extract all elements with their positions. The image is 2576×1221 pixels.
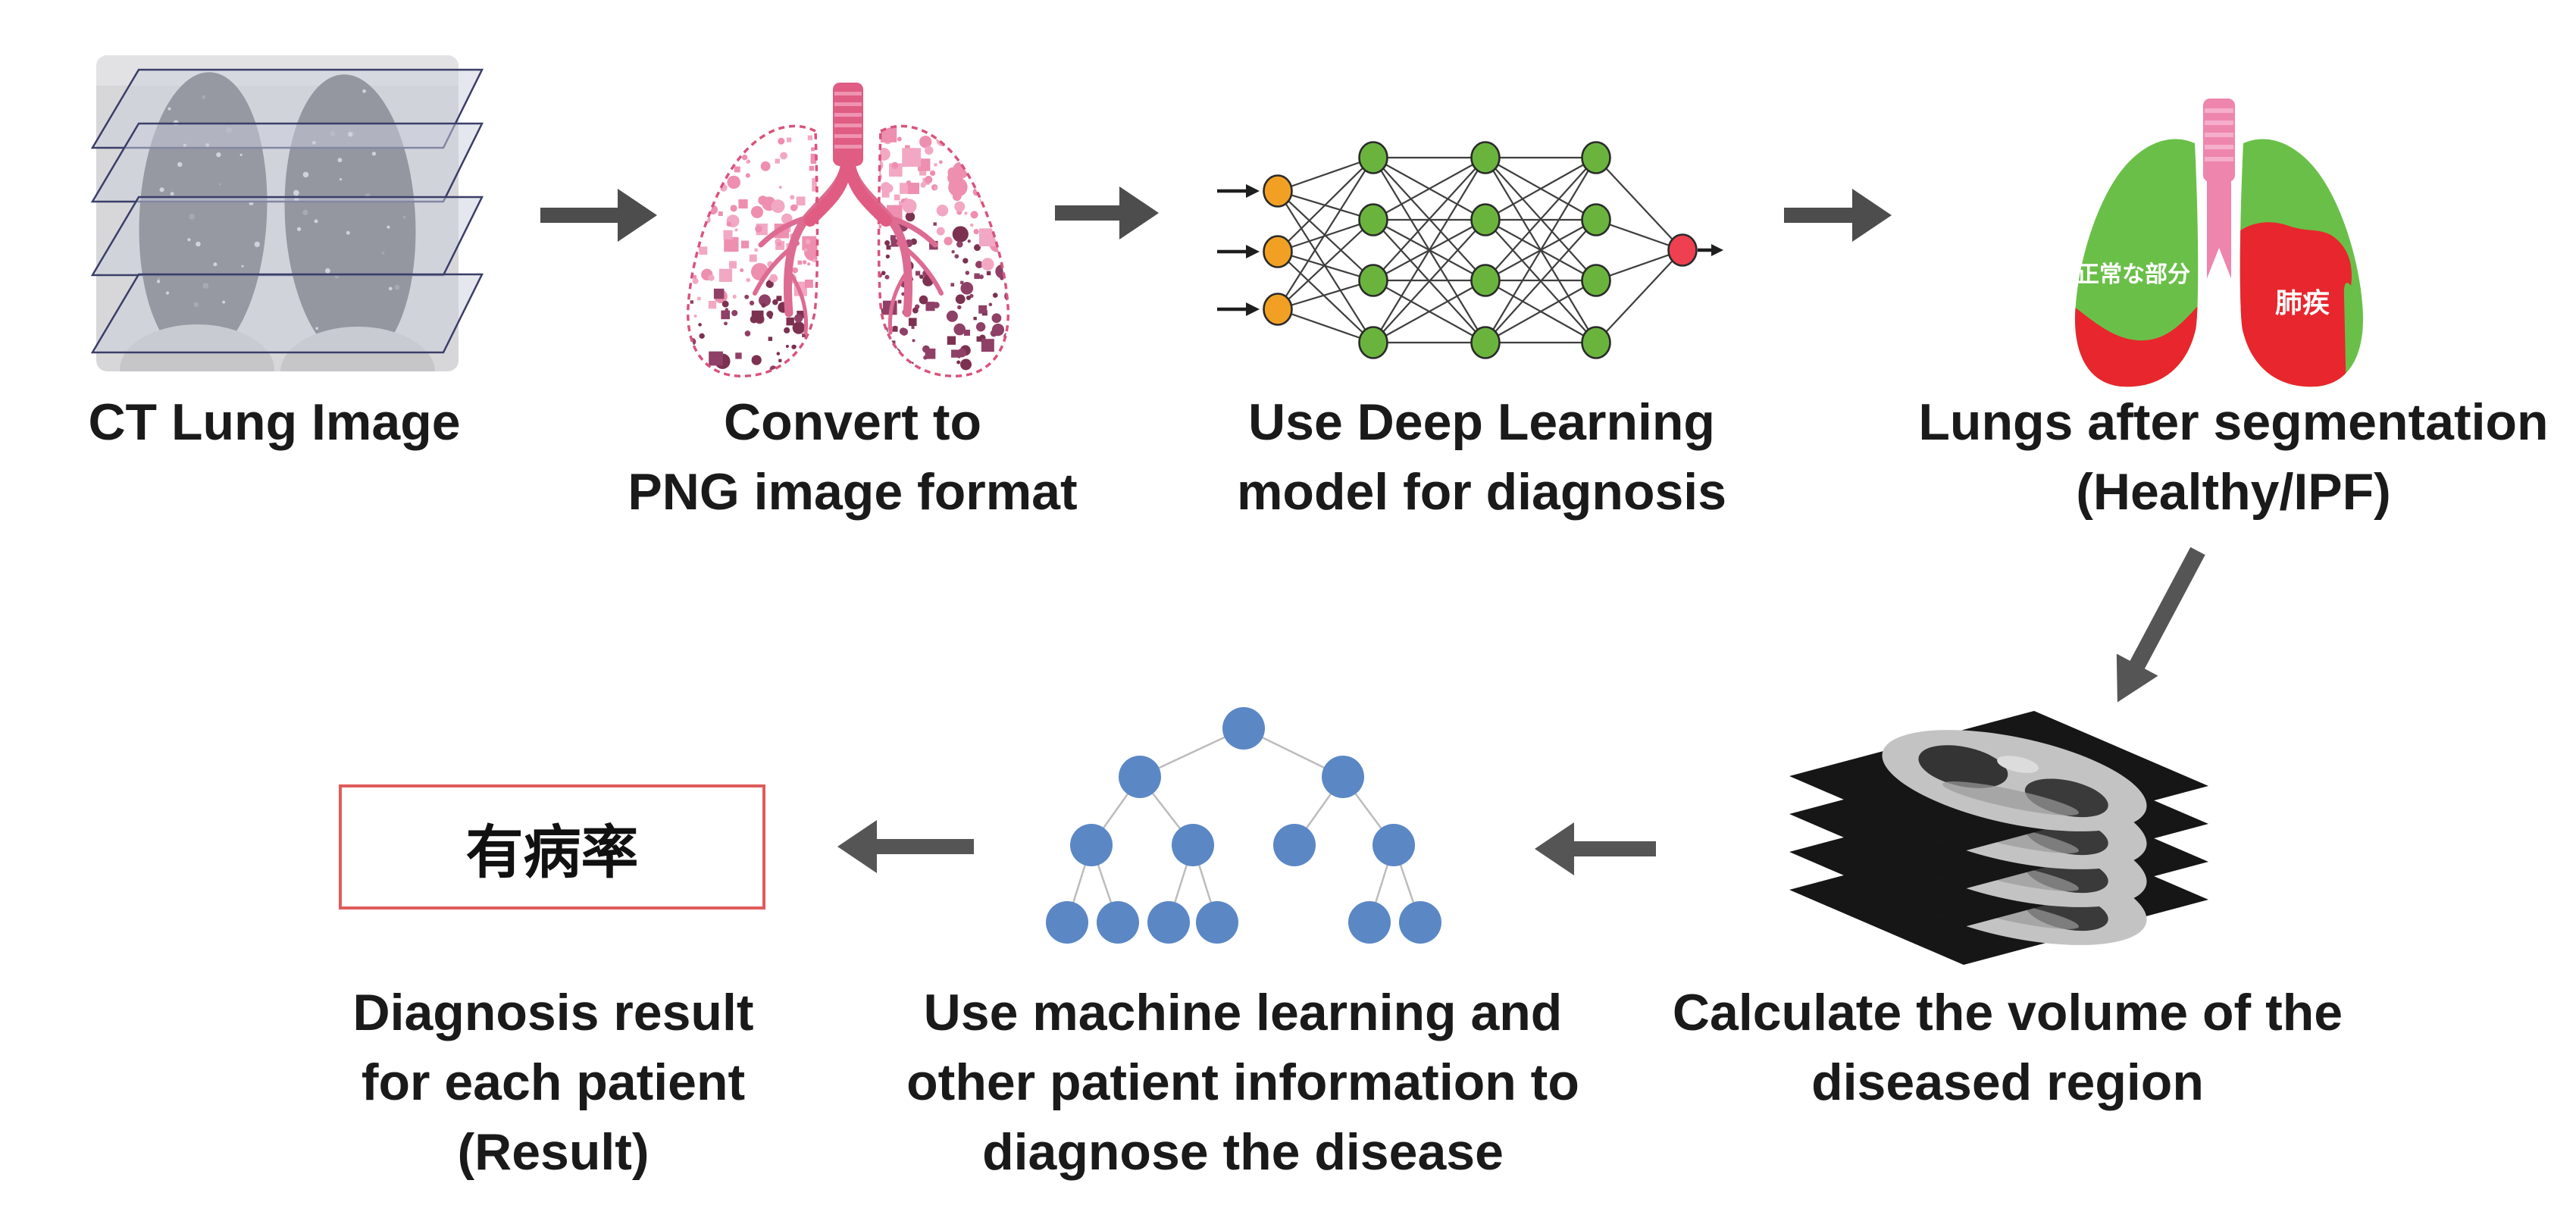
right-lung-outline: [877, 124, 1009, 377]
tree-edges: [1066, 727, 1422, 923]
nn-connections: [1277, 156, 1683, 344]
left-lung-outline: [687, 124, 819, 377]
tree-nodes: [1046, 707, 1441, 944]
diseased-region-label: 肺疾: [2275, 287, 2330, 318]
left-lung: [687, 126, 818, 377]
flow-arrow-right-1: [540, 189, 657, 242]
caption-line: other patient information to: [906, 1054, 1579, 1111]
caption-line: Convert to: [724, 393, 981, 451]
neural-network-graphic: [1217, 141, 1723, 359]
result-box-label: 有病率: [465, 820, 639, 885]
caption-line: Lungs after segmentation: [1918, 393, 2549, 451]
segmented-lungs-graphic: 正常な部分 肺疾: [2074, 99, 2364, 387]
caption-deep-learning-model: Use Deep Learning model for diagnosis: [1216, 387, 1747, 527]
decision-tree-graphic: [1046, 707, 1441, 944]
ct-slice-stack-graphic: [1789, 711, 2208, 965]
flow-arrow-diagonal-down: [2116, 546, 2205, 703]
nn-input-output-arrows: [1217, 184, 1723, 316]
caption-line: (Result): [457, 1123, 649, 1181]
caption-calculate-volume: Calculate the volume of the diseased reg…: [1629, 978, 2387, 1117]
caption-ct-lung-image: CT Lung Image: [47, 387, 502, 457]
caption-line: Use machine learning and: [923, 984, 1563, 1041]
caption-line: Calculate the volume of the: [1672, 984, 2343, 1041]
caption-line: Use Deep Learning: [1248, 393, 1715, 451]
caption-line: CT Lung Image: [88, 393, 461, 451]
right-lung-diseased-region: [2240, 222, 2352, 387]
flow-arrow-left-2: [837, 820, 974, 873]
nn-nodes: [1263, 141, 1698, 359]
caption-diagnosis-result: Diagnosis result for each patient (Resul…: [288, 978, 818, 1187]
caption-line: for each patient: [361, 1054, 746, 1111]
caption-machine-learning-diagnosis: Use machine learning and other patient i…: [864, 978, 1622, 1187]
flow-arrow-right-3: [1784, 189, 1892, 242]
caption-line: diagnose the disease: [982, 1123, 1504, 1181]
trachea: [804, 83, 892, 227]
png-lungs-graphic: [687, 83, 1009, 377]
flow-arrow-right-2: [1055, 186, 1159, 240]
caption-line: diseased region: [1811, 1054, 2204, 1111]
caption-line: Diagnosis result: [352, 984, 754, 1041]
caption-line: (Healthy/IPF): [2076, 463, 2391, 521]
left-lung-healthy-region: [2074, 139, 2199, 387]
caption-line: model for diagnosis: [1236, 463, 1727, 521]
caption-line: PNG image format: [628, 463, 1078, 521]
caption-lungs-after-segmentation: Lungs after segmentation (Healthy/IPF): [1855, 387, 2576, 527]
ct-lung-image-graphic: [90, 55, 484, 371]
segmented-trachea: [2203, 99, 2235, 280]
normal-region-label: 正常な部分: [2077, 261, 2190, 287]
result-box: 有病率: [339, 784, 765, 909]
flow-arrow-left-1: [1535, 822, 1656, 875]
ct-slice-planes: [90, 68, 484, 354]
left-lung-diseased-region: [2074, 293, 2199, 387]
caption-convert-to-png: Convert to PNG image format: [587, 387, 1118, 527]
